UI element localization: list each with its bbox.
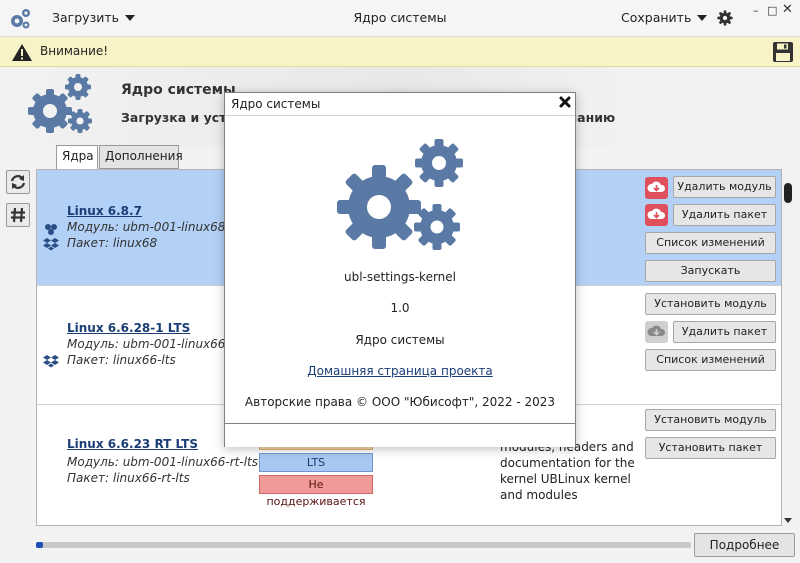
load-menu-label: Загрузить (52, 10, 119, 25)
lts-tag: LTS (259, 453, 373, 472)
warning-bar: Внимание! (0, 37, 800, 67)
gears-icon (337, 139, 463, 250)
homepage-link[interactable]: Домашняя страница проекта (307, 364, 493, 378)
kernel-name[interactable]: Linux 6.8.7 (67, 204, 142, 218)
package-icon (43, 355, 59, 368)
refresh-icon (10, 175, 26, 189)
kernel-name[interactable]: Linux 6.6.28-1 LTS (67, 321, 191, 335)
divider (225, 115, 575, 116)
cloud-download-icon (645, 321, 668, 343)
cloud-download-icon (645, 177, 668, 199)
package-icon (43, 238, 59, 251)
modules-icon (45, 224, 57, 235)
minimize-icon[interactable]: – (753, 4, 759, 17)
kernel-package: Пакет: linux66-lts (67, 353, 176, 367)
maximize-icon[interactable]: □ (767, 4, 778, 17)
tab-addons[interactable]: Дополнения (99, 145, 183, 169)
save-menu-label: Сохранить (621, 10, 692, 25)
title-bar: Загрузить Ядро системы Сохранить – □ ✕ (0, 0, 800, 37)
description-line: kernel UBLinux kernel (500, 472, 631, 486)
remove-package-button[interactable]: Удалить пакет (673, 204, 776, 226)
progress-fill (36, 542, 43, 548)
dialog-title: Ядро системы (231, 97, 321, 111)
remove-module-button[interactable]: Удалить модуль (673, 176, 776, 198)
cloud-download-icon (645, 204, 668, 226)
run-button[interactable]: Запускать (645, 260, 776, 282)
hash-button[interactable] (6, 203, 30, 227)
gears-icon (11, 9, 30, 29)
tab-kernels[interactable]: Ядра (56, 145, 98, 170)
gears-icon (28, 74, 92, 133)
scrollbar-thumb[interactable] (784, 183, 792, 203)
app-name: ubl-settings-kernel (343, 270, 457, 284)
warning-icon (12, 44, 32, 61)
about-dialog: Ядро системы ubl-settings-kernel 1.0 Ядр… (224, 92, 576, 447)
page-subtitle-tail: ланию (568, 110, 616, 125)
warning-text: Внимание! (40, 44, 109, 58)
save-menu[interactable]: Сохранить (621, 10, 708, 25)
list-item[interactable]: Linux 6.6.23 RT LTS Модуль: ubm-001-linu… (37, 405, 781, 525)
scroll-down-icon[interactable] (784, 518, 792, 523)
chevron-down-icon (125, 14, 135, 21)
copyright: Авторские права © ООО "Юбисофт", 2022 - … (244, 395, 556, 409)
kernel-package: Пакет: linux66-rt-lts (67, 471, 190, 485)
close-icon[interactable] (558, 95, 572, 109)
homepage-link-row: Домашняя страница проекта (225, 364, 575, 378)
app-version: 1.0 (390, 301, 410, 315)
kernel-module: Модуль: ubm-001-linux68 (67, 220, 226, 234)
chevron-down-icon (697, 14, 708, 21)
dialog-footer (225, 423, 575, 447)
kernel-module: Модуль: ubm-001-linux66-l (67, 337, 234, 351)
hash-icon (11, 207, 25, 223)
install-package-button[interactable]: Установить пакет (645, 437, 776, 459)
changelog-button[interactable]: Список изменений (645, 349, 776, 371)
kernel-module: Модуль: ubm-001-linux66-rt-lts (67, 455, 259, 469)
install-module-button[interactable]: Установить модуль (645, 293, 776, 315)
remove-package-button[interactable]: Удалить пакет (673, 321, 776, 343)
details-button[interactable]: Подробнее (694, 533, 795, 557)
close-icon[interactable]: ✕ (782, 2, 793, 17)
app-description: Ядро системы (355, 333, 445, 347)
description-line: documentation for the (500, 456, 635, 470)
unsupported-tag: Не поддерживается (259, 475, 373, 508)
changelog-button[interactable]: Список изменений (645, 232, 776, 254)
page-subtitle: Загрузка и устан (121, 110, 244, 125)
load-menu[interactable]: Загрузить (52, 10, 135, 25)
gear-icon[interactable] (716, 9, 734, 27)
page-title: Ядро системы (121, 82, 236, 98)
install-module-button[interactable]: Установить модуль (645, 409, 776, 431)
scrollbar[interactable] (783, 180, 795, 526)
kernel-name[interactable]: Linux 6.6.23 RT LTS (67, 437, 199, 451)
window-title: Ядро системы (353, 10, 447, 25)
progress-bar (36, 542, 691, 548)
refresh-button[interactable] (6, 170, 30, 194)
kernel-package: Пакет: linux68 (67, 236, 158, 250)
description-line: and modules (500, 488, 578, 502)
floppy-disk-icon[interactable] (772, 41, 794, 63)
